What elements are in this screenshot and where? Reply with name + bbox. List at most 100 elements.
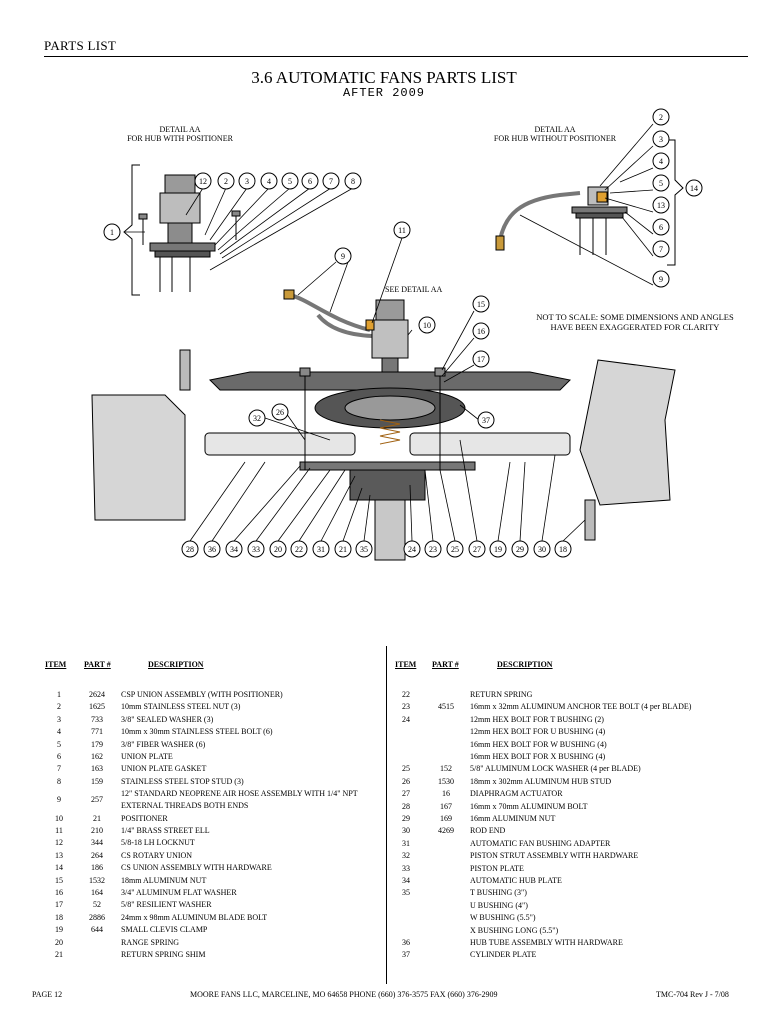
row-item: 17 xyxy=(55,900,63,910)
callout-r9-text: 9 xyxy=(659,275,663,284)
callout-bottom-text: 19 xyxy=(494,545,502,554)
callout-bottom-circle xyxy=(247,540,265,558)
row-description: AUTOMATIC FAN BUSHING ADAPTER xyxy=(470,838,611,848)
row-description: PISTON STRUT ASSEMBLY WITH HARDWARE xyxy=(470,851,639,861)
callout-6-text: 6 xyxy=(308,177,312,186)
callout-m32-text: 32 xyxy=(253,414,261,423)
callout-7 xyxy=(322,172,340,190)
detail-left-bracket xyxy=(123,164,140,296)
row-description: 18mm ALUMINUM NUT xyxy=(121,875,207,885)
row-part: 771 xyxy=(91,727,103,737)
row-item: 8 xyxy=(57,776,61,786)
row-part: 163 xyxy=(91,764,103,774)
right-desc-header: DESCRIPTION xyxy=(497,660,553,669)
section-header: PARTS LIST xyxy=(44,38,117,53)
callout-bottom-circle xyxy=(355,540,373,558)
loose-bolt-left xyxy=(179,349,191,391)
callout-r4-text: 4 xyxy=(659,157,663,166)
row-description: 24mm x 98mm ALUMINUM BLADE BOLT xyxy=(121,912,268,922)
row-description: HUB TUBE ASSEMBLY WITH HARDWARE xyxy=(470,938,623,947)
callout-bottom-circle xyxy=(269,540,287,558)
callout-bottom-circle xyxy=(203,540,221,558)
callout-2-text: 2 xyxy=(224,177,228,186)
row-part: 733 xyxy=(91,714,103,724)
page-subtitle: AFTER 2009 xyxy=(342,86,425,100)
left-desc-header: DESCRIPTION xyxy=(148,660,204,669)
row-part: 167 xyxy=(440,801,452,811)
row-description: CS UNION ASSEMBLY WITH HARDWARE xyxy=(121,863,272,873)
header-rule xyxy=(44,56,748,57)
row-part: 4515 xyxy=(438,702,454,712)
row-part: 264 xyxy=(91,850,103,860)
callout-bottom-text: 30 xyxy=(538,545,546,554)
cylinder-plate xyxy=(208,371,572,391)
row-item: 21 xyxy=(55,950,63,959)
callout-m9-text: 9 xyxy=(341,252,345,261)
callouts-left-detail: 1 12 2 3 4 5 6 7 8 xyxy=(103,172,362,241)
row-item: 14 xyxy=(55,863,63,873)
row-item: 29 xyxy=(402,814,410,823)
row-part: 52 xyxy=(93,900,101,910)
row-description: RETURN SPRING xyxy=(470,690,533,699)
row-description: 5/8" RESILIENT WASHER xyxy=(121,900,212,910)
callout-8 xyxy=(344,172,362,190)
callout-7-text: 7 xyxy=(329,177,333,186)
right-blade xyxy=(579,359,676,506)
row-item: 22 xyxy=(402,690,410,699)
main-hose-1 xyxy=(289,293,371,332)
callout-5 xyxy=(281,172,299,190)
row-description-cont: EXTERNAL THREADS BOTH ENDS xyxy=(121,801,249,811)
left-part-header: PART # xyxy=(84,660,111,669)
detail-right-bracket xyxy=(667,139,684,266)
row-item: 12 xyxy=(55,838,63,848)
see-detail-label: SEE DETAIL AA xyxy=(385,285,443,294)
row-description: 12" STANDARD NEOPRENE AIR HOSE ASSEMBLY … xyxy=(121,789,358,799)
callout-bottom-circle xyxy=(489,540,507,558)
row-item: 27 xyxy=(402,789,410,799)
callouts-right-detail: 2 3 4 5 13 6 7 14 9 xyxy=(652,108,703,288)
callout-bottom-text: 23 xyxy=(429,545,437,554)
row-item: 9 xyxy=(57,795,61,805)
callout-12 xyxy=(194,172,212,190)
callout-r3-text: 3 xyxy=(659,135,663,144)
callout-r14-text: 14 xyxy=(690,184,698,193)
callout-m37-text: 37 xyxy=(482,416,490,425)
left-union-plate xyxy=(149,242,216,252)
row-part: 16 xyxy=(442,789,450,799)
hub-tube-left xyxy=(204,432,356,456)
callout-bottom-circle xyxy=(225,540,243,558)
callout-bottom-circle xyxy=(290,540,308,558)
callouts-main: 9 11 10 15 16 17 37 32 26 xyxy=(248,221,495,429)
row-description: POSITIONER xyxy=(121,813,168,823)
row-part: 162 xyxy=(91,752,103,761)
callout-bottom-text: 24 xyxy=(408,545,416,554)
row-part: 159 xyxy=(91,776,103,786)
row-item: 37 xyxy=(402,950,410,960)
bottom-leaders xyxy=(189,439,586,542)
callout-bottom-text: 36 xyxy=(208,545,216,554)
page-title: 3.6 AUTOMATIC FANS PARTS LIST xyxy=(251,68,517,87)
callout-bottom-text: 29 xyxy=(516,545,524,554)
row-description: 5/8-18 LH LOCKNUT xyxy=(121,838,195,848)
row-description: T BUSHING (3") xyxy=(470,888,527,898)
detail-left-label: DETAIL AA FOR HUB WITH POSITIONER xyxy=(127,125,233,143)
row-item: 13 xyxy=(55,850,63,860)
callout-bottom-circle xyxy=(403,540,421,558)
row-part: 186 xyxy=(91,863,103,873)
row-part: 164 xyxy=(91,888,103,897)
callout-bottom-text: 27 xyxy=(473,545,481,554)
callout-bottom-circle xyxy=(468,540,486,558)
callout-bottom-circle xyxy=(334,540,352,558)
row-description: U BUSHING (4") xyxy=(470,900,528,910)
callout-bottom-circle xyxy=(446,540,464,558)
row-item: 23 xyxy=(402,702,410,712)
callout-bottom-text: 18 xyxy=(559,545,567,554)
row-description: 3/4" ALUMINUM FLAT WASHER xyxy=(121,888,237,897)
callout-bottom-text: 31 xyxy=(317,545,325,554)
row-description: 3/8" SEALED WASHER (3) xyxy=(121,714,214,724)
row-item: 1 xyxy=(57,690,61,699)
row-description: 10mm x 30mm STAINLESS STEEL BOLT (6) xyxy=(121,727,273,737)
callout-bottom-circle xyxy=(554,540,572,558)
callout-3-text: 3 xyxy=(245,177,249,186)
